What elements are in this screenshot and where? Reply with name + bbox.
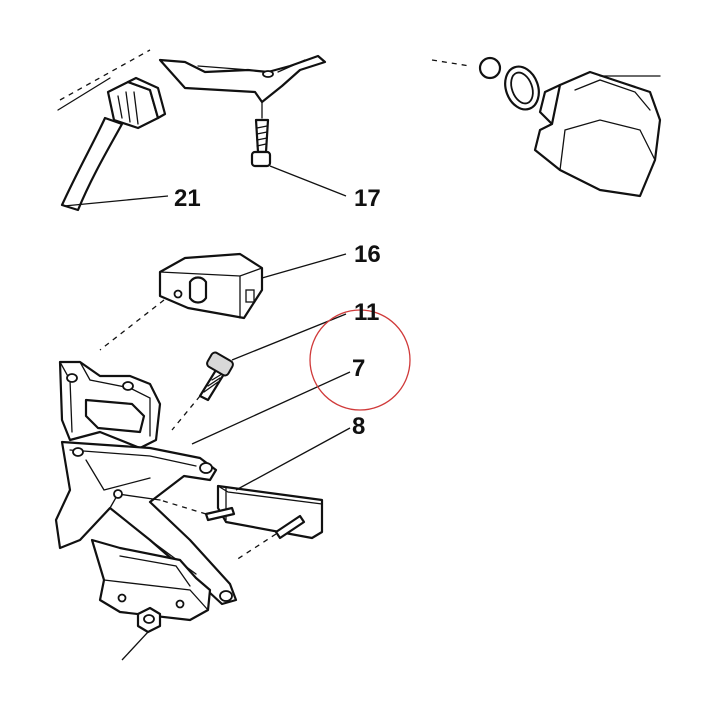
leader-17 [269, 165, 347, 197]
callout-8: 8 [352, 413, 365, 440]
part-16-housing [158, 252, 264, 320]
alignment-line-8a [159, 499, 207, 515]
main-bracket [54, 360, 238, 622]
part-17-bolt [250, 118, 272, 168]
part-8-plate [204, 484, 324, 540]
highlight-circle [309, 309, 411, 411]
leader-8 [235, 427, 351, 491]
part-21-connector [57, 49, 167, 212]
top-bracket [158, 54, 327, 119]
callout-17: 17 [354, 185, 381, 212]
callout-21: 21 [174, 185, 201, 212]
callout-11: 11 [354, 299, 379, 326]
alignment-line-16 [99, 299, 165, 351]
nut [121, 606, 162, 661]
leader-7 [191, 371, 351, 445]
leader-16 [261, 253, 347, 279]
top-right-assembly [431, 56, 662, 198]
part-11-screw [198, 351, 234, 402]
callout-7: 7 [352, 355, 365, 382]
callout-16: 16 [354, 241, 381, 268]
leader-21 [63, 195, 169, 207]
alignment-line-8b [235, 533, 277, 561]
alignment-line-11 [171, 395, 201, 431]
